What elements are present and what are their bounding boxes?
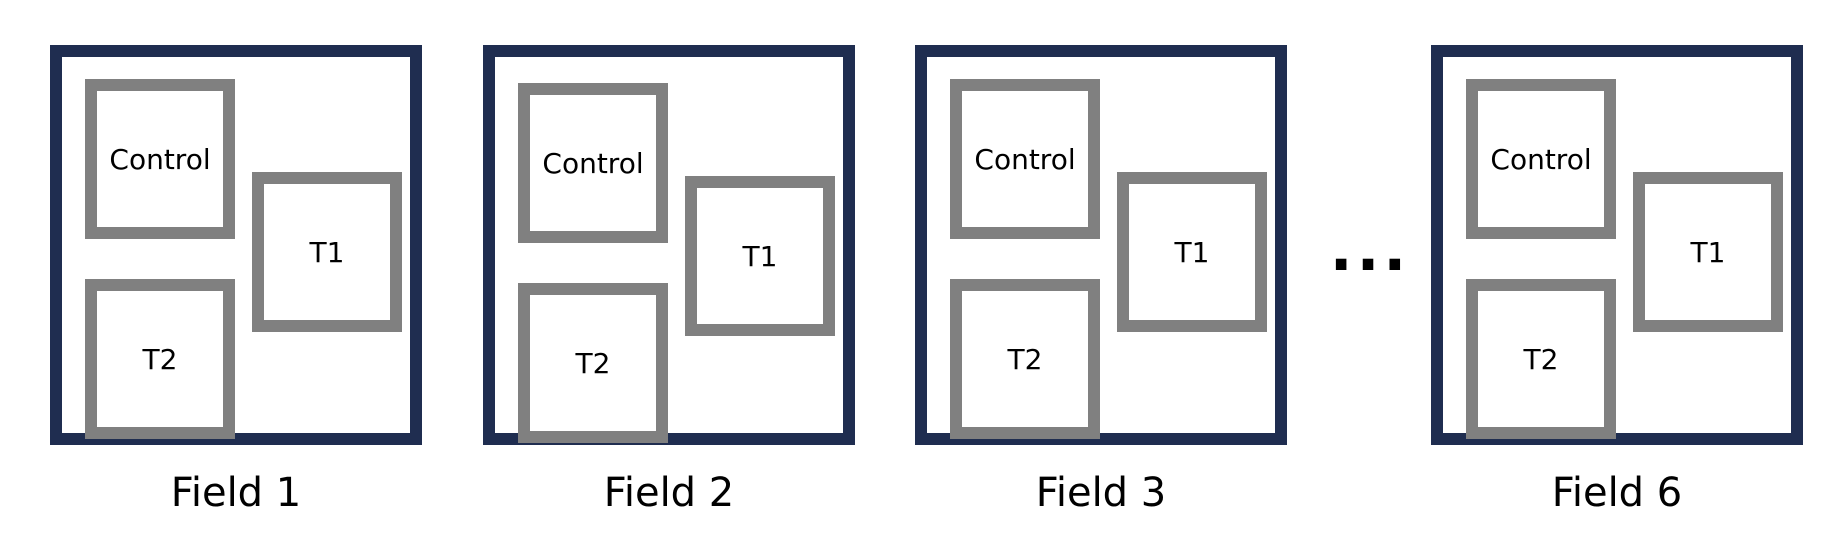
t1-label: T1	[1690, 235, 1726, 269]
field-2-caption: Field 2	[603, 470, 735, 516]
t1-label: T1	[742, 239, 778, 273]
field-1-caption: Field 1	[170, 470, 302, 516]
t2-plot: T2	[1466, 279, 1616, 439]
field-3: Control T1 T2	[915, 45, 1287, 445]
field-6-caption: Field 6	[1551, 470, 1683, 516]
field-2: Control T1 T2	[483, 45, 855, 445]
control-label: Control	[542, 146, 644, 180]
control-label: Control	[974, 142, 1076, 176]
t1-plot: T1	[1633, 172, 1783, 332]
field-1: Control T1 T2	[50, 45, 422, 445]
control-plot: Control	[85, 79, 235, 239]
t2-label: T2	[1523, 342, 1559, 376]
t2-label: T2	[142, 342, 178, 376]
t2-label: T2	[575, 346, 611, 380]
t1-label: T1	[1174, 235, 1210, 269]
t2-plot: T2	[518, 283, 668, 443]
t2-plot: T2	[950, 279, 1100, 439]
t2-label: T2	[1007, 342, 1043, 376]
field-6: Control T1 T2	[1431, 45, 1803, 445]
control-plot: Control	[518, 83, 668, 243]
ellipsis: ...	[1329, 215, 1411, 285]
control-plot: Control	[1466, 79, 1616, 239]
control-label: Control	[1490, 142, 1592, 176]
field-3-caption: Field 3	[1035, 470, 1167, 516]
t1-plot: T1	[1117, 172, 1267, 332]
control-plot: Control	[950, 79, 1100, 239]
t1-plot: T1	[685, 176, 835, 336]
t1-plot: T1	[252, 172, 402, 332]
t1-label: T1	[309, 235, 345, 269]
control-label: Control	[109, 142, 211, 176]
t2-plot: T2	[85, 279, 235, 439]
